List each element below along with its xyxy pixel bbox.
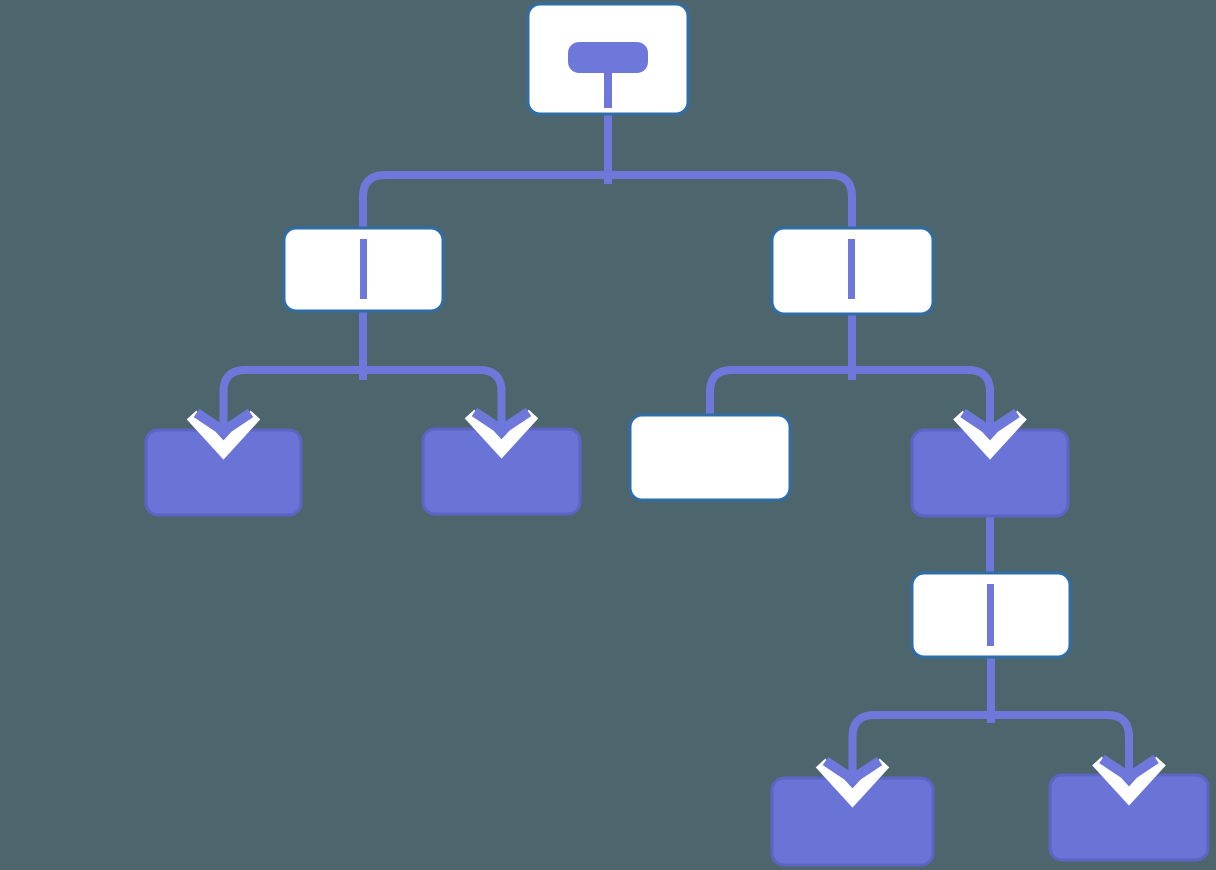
connector-layer bbox=[219, 110, 1133, 774]
arrow-layer bbox=[186, 387, 1166, 808]
node-layer bbox=[144, 2, 1210, 867]
connector-left-branch bbox=[219, 366, 506, 428]
connector-right-branch bbox=[706, 366, 994, 428]
collapse-chevron-icon[interactable] bbox=[464, 387, 539, 459]
connector-top-branch bbox=[359, 171, 856, 232]
node-leaf-3[interactable] bbox=[628, 413, 792, 502]
vertical-bar-icon bbox=[360, 239, 367, 299]
collapse-chevron-icon[interactable] bbox=[1092, 734, 1166, 806]
collapse-chevron-icon[interactable] bbox=[953, 388, 1027, 460]
collapse-chevron-icon[interactable] bbox=[815, 736, 890, 808]
vertical-bar-icon bbox=[848, 239, 855, 299]
connector-bottom-branch bbox=[848, 711, 1133, 774]
root-pill-icon bbox=[568, 42, 648, 108]
vertical-bar-icon bbox=[987, 584, 994, 646]
collapse-chevron-icon[interactable] bbox=[186, 388, 261, 460]
